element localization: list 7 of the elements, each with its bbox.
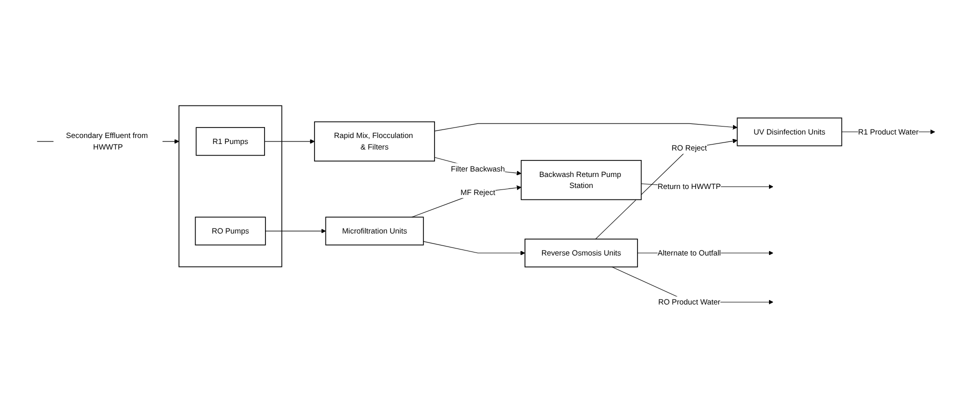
arrow: [423, 241, 526, 256]
arrow: [264, 139, 315, 144]
cluster: [178, 105, 282, 268]
arrow: [434, 123, 738, 132]
arrow: [265, 228, 326, 234]
arrow: [595, 138, 738, 240]
arrow: [412, 185, 522, 218]
